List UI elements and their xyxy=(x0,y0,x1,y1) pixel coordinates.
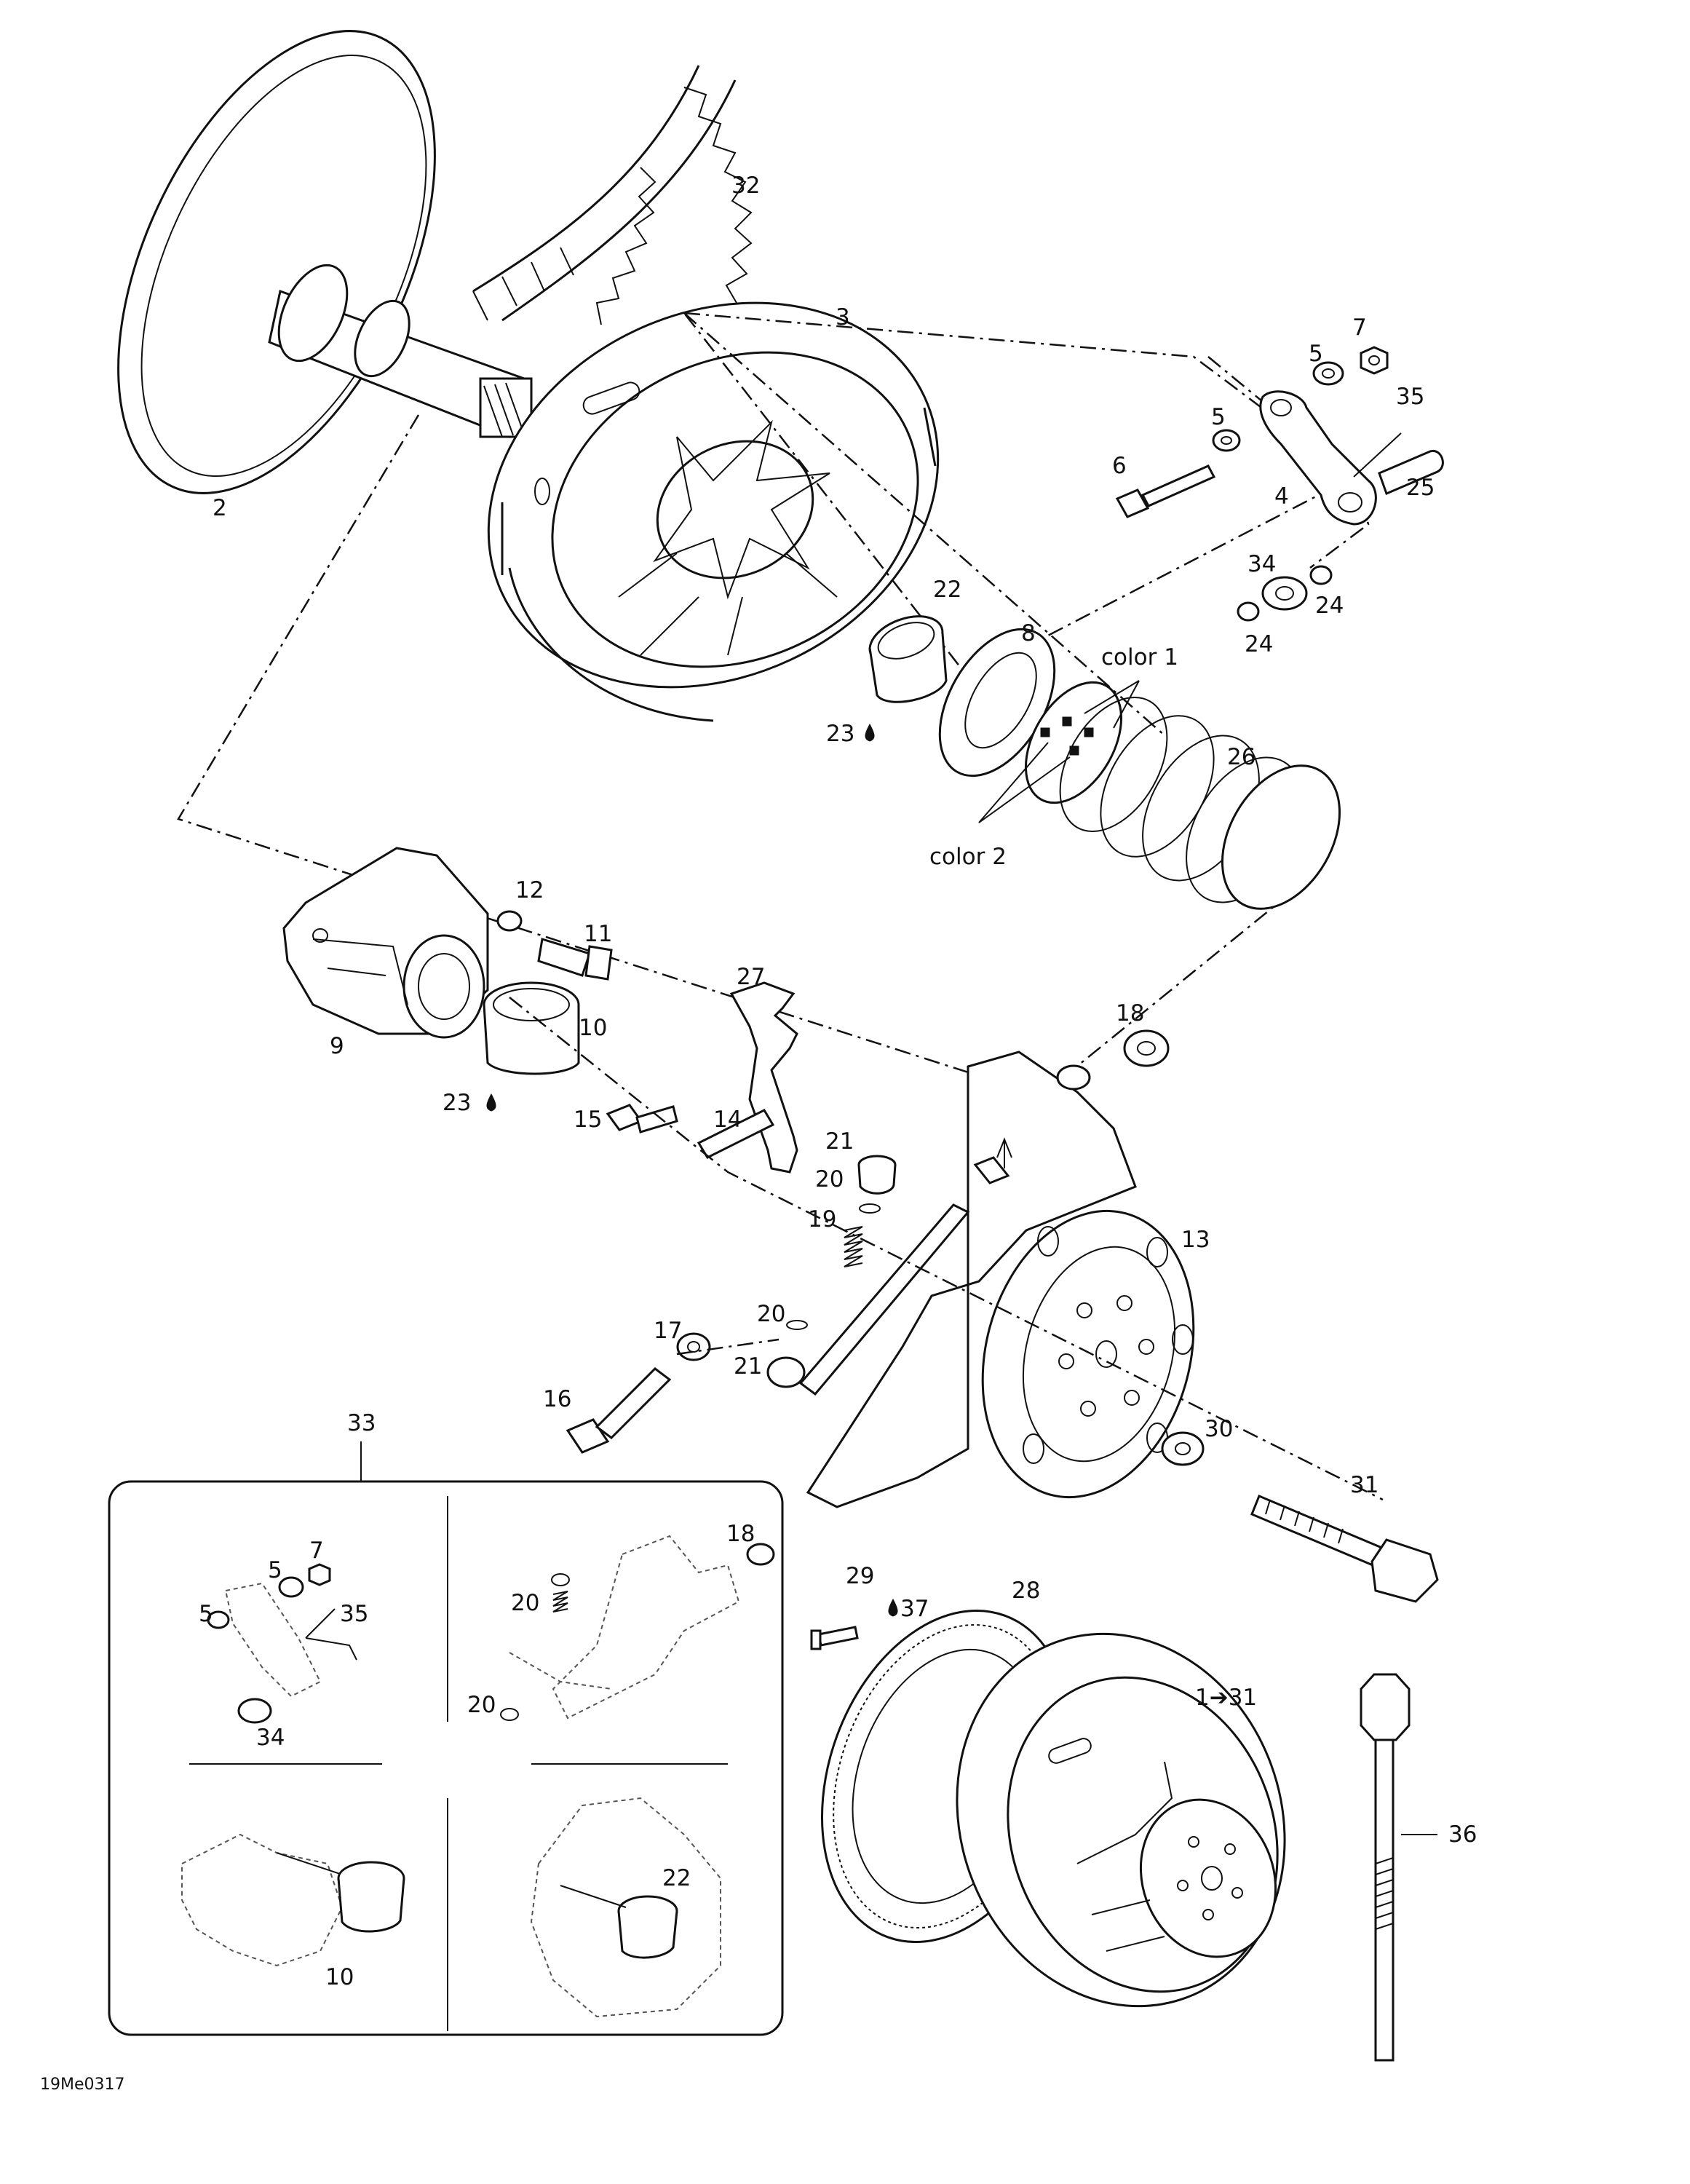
ring-part-20 xyxy=(786,1203,881,1330)
drive-belt-part-32 xyxy=(472,65,753,325)
grease-drop-icon xyxy=(865,723,875,742)
screw-part-29 xyxy=(810,1626,859,1650)
callout-34: 34 xyxy=(1247,551,1276,577)
leader-color-1 xyxy=(1084,680,1140,729)
callout-11: 11 xyxy=(584,921,612,947)
bushing-part-22 xyxy=(868,615,948,703)
callout-inset-18: 18 xyxy=(726,1521,755,1547)
callout-5: 5 xyxy=(1309,341,1323,367)
callout-28: 28 xyxy=(1012,1578,1040,1604)
callout-9: 9 xyxy=(330,1033,344,1059)
callout-20b: 20 xyxy=(757,1301,785,1327)
pin-part-35 xyxy=(1353,432,1402,478)
arrow-indicator-icon xyxy=(996,1137,1012,1168)
ramp-part-27 xyxy=(729,981,798,1174)
grease-drop-icon xyxy=(888,1598,898,1617)
callout-24b: 24 xyxy=(1245,631,1273,657)
axis-line-main xyxy=(509,312,1384,1501)
callout-7: 7 xyxy=(1352,314,1367,341)
callout-20: 20 xyxy=(815,1166,844,1192)
callout-13: 13 xyxy=(1181,1227,1210,1253)
callout-19: 19 xyxy=(808,1206,836,1233)
callout-inset-35: 35 xyxy=(340,1601,368,1627)
callout-12: 12 xyxy=(515,877,544,903)
spring-part-26 xyxy=(1024,681,1341,910)
leader-color-2 xyxy=(978,742,1071,823)
spider-part-13 xyxy=(798,1051,1195,1508)
callout-1-31: 1➔31 xyxy=(1195,1685,1257,1711)
washer-part-12 xyxy=(496,910,523,932)
callout-26: 26 xyxy=(1227,744,1255,770)
label-color-2: color 2 xyxy=(929,844,1007,870)
screw-part-15 xyxy=(606,1104,678,1133)
callout-36: 36 xyxy=(1448,1821,1477,1848)
callout-37: 37 xyxy=(900,1596,929,1622)
callout-32: 32 xyxy=(731,173,760,199)
callout-33: 33 xyxy=(347,1410,376,1436)
callout-16: 16 xyxy=(543,1386,571,1412)
roller-part-21 xyxy=(766,1155,897,1388)
washer-part-18 xyxy=(1123,1029,1170,1067)
callout-15: 15 xyxy=(574,1107,602,1133)
callout-inset-34: 34 xyxy=(256,1725,285,1751)
callout-14: 14 xyxy=(713,1107,742,1133)
fixed-sheave-part-2 xyxy=(117,30,533,494)
callout-10: 10 xyxy=(579,1015,607,1041)
callout-4: 4 xyxy=(1274,483,1289,510)
callout-inset-5: 5 xyxy=(268,1557,282,1583)
washer-part-5 xyxy=(1212,361,1344,452)
washer-part-17 xyxy=(676,1332,711,1361)
drive-pulley-assembly xyxy=(956,1632,1286,2008)
callout-inset-20: 20 xyxy=(511,1590,539,1616)
pin-part-25 xyxy=(1378,449,1444,496)
washers-part-24 xyxy=(1237,565,1333,622)
callout-21: 21 xyxy=(825,1128,854,1155)
puller-bolt-part-36 xyxy=(1360,1673,1437,2062)
callout-3: 3 xyxy=(836,304,850,331)
label-color-1: color 1 xyxy=(1101,644,1178,670)
callout-24: 24 xyxy=(1315,593,1344,619)
callout-2: 2 xyxy=(213,495,227,521)
roller-part-34 xyxy=(1261,576,1308,611)
screw-part-6 xyxy=(1115,464,1216,518)
callout-inset-10: 10 xyxy=(325,1964,354,1990)
callout-8: 8 xyxy=(1021,620,1036,646)
callout-21b: 21 xyxy=(734,1353,762,1380)
bolt-part-31 xyxy=(1250,1495,1439,1603)
lever-part-4 xyxy=(1259,390,1377,526)
callout-inset-7: 7 xyxy=(309,1538,324,1564)
callout-inset-20b: 20 xyxy=(467,1692,496,1718)
callout-17: 17 xyxy=(654,1318,682,1344)
callout-23: 23 xyxy=(826,721,854,747)
callout-27: 27 xyxy=(737,964,765,990)
movable-sheave-part-3 xyxy=(487,301,940,722)
callout-inset-5b: 5 xyxy=(199,1601,213,1627)
callout-23b: 23 xyxy=(443,1090,471,1116)
callout-6: 6 xyxy=(1112,453,1127,479)
callout-22: 22 xyxy=(933,577,961,603)
callout-inset-22: 22 xyxy=(662,1865,691,1891)
callout-35: 35 xyxy=(1396,384,1424,410)
inset-box-part-33 xyxy=(108,1441,784,2036)
governor-cup-part-9 xyxy=(282,847,489,1039)
callout-25: 25 xyxy=(1406,475,1435,501)
callout-31: 31 xyxy=(1350,1472,1378,1498)
callout-5b: 5 xyxy=(1211,404,1226,430)
axis-line-lower xyxy=(676,1338,779,1356)
callout-18: 18 xyxy=(1116,1000,1144,1026)
screw-part-16 xyxy=(566,1367,672,1454)
grease-drop-icon xyxy=(486,1093,496,1112)
reference-code: 19Me0317 xyxy=(40,2076,125,2094)
spring-part-19 xyxy=(844,1226,863,1267)
washer-part-30 xyxy=(1161,1431,1205,1466)
nut-part-7 xyxy=(1360,346,1389,375)
callout-29: 29 xyxy=(846,1563,874,1589)
bushing-part-10 xyxy=(483,981,580,1075)
screw-part-11 xyxy=(537,938,613,981)
callout-30: 30 xyxy=(1205,1416,1233,1442)
